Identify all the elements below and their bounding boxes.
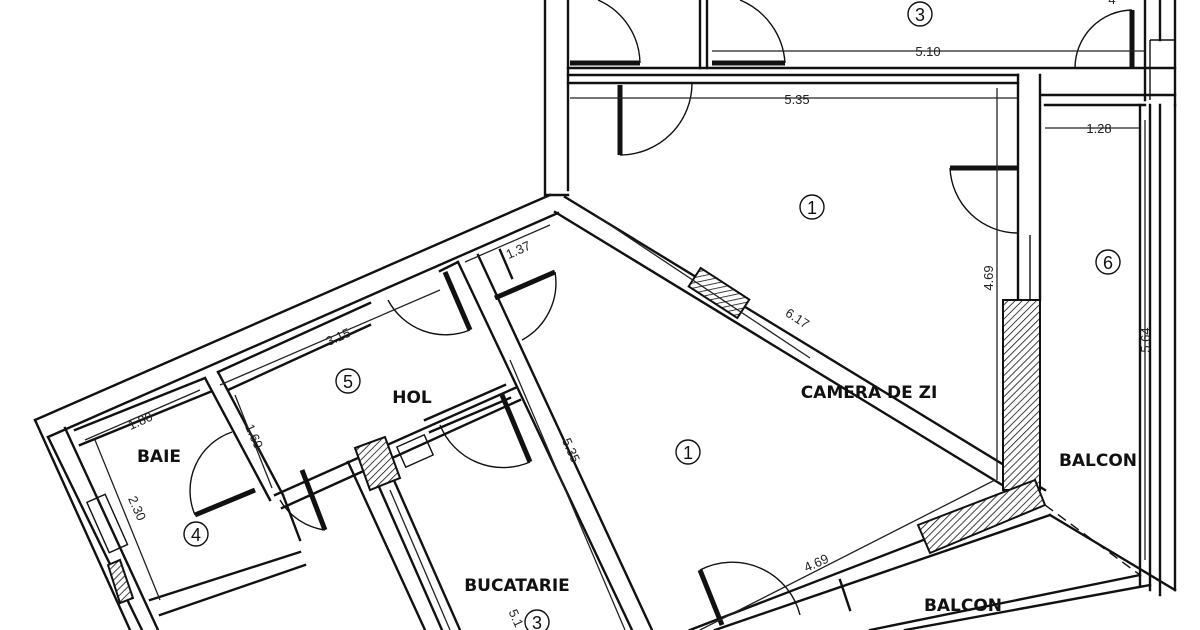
dim-balcon-width: 1.28 bbox=[1086, 121, 1111, 136]
room-label-balcon-bottom: BALCON bbox=[924, 596, 1002, 616]
room-number-1-upper: 1 bbox=[807, 198, 817, 218]
doors bbox=[189, 0, 1135, 626]
dim-bucatarie-partial: 5.1 bbox=[506, 607, 527, 630]
dim-top-corridor: 5.10 bbox=[915, 44, 940, 59]
dim-baie-width: 1.80 bbox=[126, 409, 155, 433]
dim-hol-entry: 1.37 bbox=[504, 238, 533, 262]
dim-hol-length: 3.15 bbox=[324, 325, 353, 349]
dim-camera-diagonal: 6.17 bbox=[783, 305, 812, 331]
hatched-masonry bbox=[85, 266, 1047, 605]
room-number-6: 6 bbox=[1103, 253, 1113, 273]
dim-camera-left: 5.35 bbox=[559, 436, 583, 465]
dim-balcon-length: 5.64 bbox=[1138, 327, 1153, 352]
dim-top-right-partial: 4 bbox=[1108, 0, 1115, 7]
room-number-3-top: 3 bbox=[915, 5, 925, 25]
dim-camera-top: 5.35 bbox=[784, 92, 809, 107]
dim-camera-right: 4.69 bbox=[981, 265, 996, 290]
room-number-1-lower: 1 bbox=[683, 443, 693, 463]
dimension-lines bbox=[84, 50, 1146, 630]
room-label-balcon-right: BALCON bbox=[1059, 451, 1137, 471]
dim-hol-width: 1.60 bbox=[242, 422, 266, 451]
dim-baie-length: 2.30 bbox=[125, 494, 149, 523]
room-number-5: 5 bbox=[343, 372, 353, 392]
dimension-labels: 5.10 5.35 1.28 4.69 5.64 6.17 1.37 3.15 … bbox=[125, 0, 1153, 629]
room-label-camera-de-zi: CAMERA DE ZI bbox=[801, 383, 938, 403]
room-label-bucatarie: BUCATARIE bbox=[464, 576, 570, 596]
room-label-baie: BAIE bbox=[137, 447, 181, 467]
room-label-hol: HOL bbox=[392, 388, 432, 408]
room-labels: HOL BAIE CAMERA DE ZI BALCON BUCATARIE B… bbox=[137, 383, 1137, 616]
room-number-3-bucatarie: 3 bbox=[532, 613, 542, 630]
walls bbox=[33, 0, 1177, 630]
room-number-4: 4 bbox=[191, 525, 201, 545]
room-number-markers: 3 1 6 5 1 4 3 bbox=[183, 1, 1121, 630]
